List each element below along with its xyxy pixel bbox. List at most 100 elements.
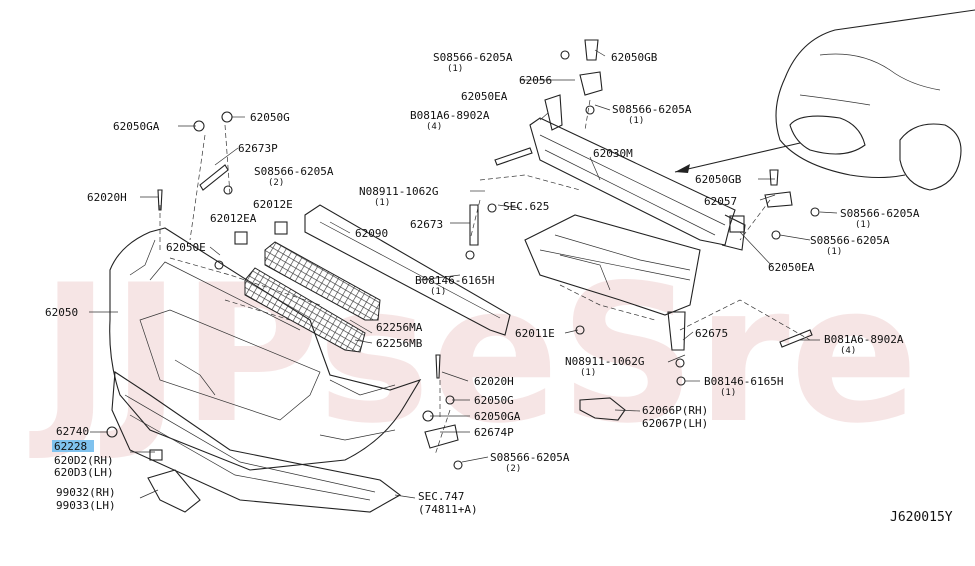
label-62256ma[interactable]: 62256MA <box>376 321 423 334</box>
screw-icon <box>453 460 463 470</box>
label-08566-r2[interactable]: S08566-6205A <box>840 207 920 220</box>
label-99033[interactable]: 99033(LH) <box>56 499 116 512</box>
label-08566-r2-qty: (1) <box>855 220 871 230</box>
label-62050ga-left[interactable]: 62050GA <box>113 120 160 133</box>
location-arrowhead <box>675 164 690 173</box>
bolt-62011e-icon <box>575 325 585 335</box>
label-62256mb[interactable]: 62256MB <box>376 337 423 350</box>
label-08566-bot-qty: (2) <box>505 464 521 474</box>
label-62050ea-r[interactable]: 62050EA <box>768 261 815 274</box>
clip-icon <box>422 410 434 422</box>
grille-upper-62256ma <box>264 241 381 321</box>
label-62050g-mid[interactable]: 62050G <box>474 394 514 407</box>
clip-icon <box>221 111 233 123</box>
location-arrow <box>674 142 801 173</box>
bolt-icon <box>465 250 475 260</box>
label-62056[interactable]: 62056 <box>519 74 552 87</box>
long-bolt-icon <box>494 147 533 166</box>
clip-62012ea-icon <box>234 231 248 245</box>
label-08566-bot[interactable]: S08566-6205A <box>490 451 570 464</box>
label-sec747[interactable]: SEC.747 <box>418 490 464 503</box>
leader-dash-lines <box>159 99 811 456</box>
label-62673p[interactable]: 62673P <box>238 142 278 155</box>
label-08146-bot-qty: (1) <box>720 388 736 398</box>
bolt-icon <box>560 50 570 60</box>
label-08911-top-qty: (1) <box>374 198 390 208</box>
label-62057[interactable]: 62057 <box>704 195 737 208</box>
label-62050gb[interactable]: 62050GB <box>611 51 658 64</box>
label-08566-r1[interactable]: S08566-6205A <box>612 103 692 116</box>
bumper-reinforcement <box>529 117 746 251</box>
pin-icon <box>157 189 163 211</box>
bracket-62673-icon <box>469 204 479 246</box>
label-08566-r1-qty: (1) <box>628 116 644 126</box>
label-62050gb-r[interactable]: 62050GB <box>695 173 742 186</box>
label-62002[interactable]: 620D2(RH) <box>54 454 114 467</box>
label-62020h-mid[interactable]: 62020H <box>474 375 514 388</box>
bracket-62050ea-icon <box>729 215 745 233</box>
label-08911-top[interactable]: N08911-1062G <box>359 185 438 198</box>
label-08566-top-qty: (1) <box>447 64 463 74</box>
label-08911-bot[interactable]: N08911-1062G <box>565 355 644 368</box>
air-guide-99032 <box>147 469 201 513</box>
label-08146-bot[interactable]: B08146-6165H <box>704 375 783 388</box>
clip-icon <box>193 120 205 132</box>
label-62003[interactable]: 620D3(LH) <box>54 466 114 479</box>
bolt-icon <box>810 207 820 217</box>
bolt-icon <box>585 105 595 115</box>
label-62674p[interactable]: 62674P <box>474 426 514 439</box>
clip-icon <box>769 169 779 186</box>
label-62012ea[interactable]: 62012EA <box>210 212 257 225</box>
label-62066p[interactable]: 62066P(RH) <box>642 404 708 417</box>
label-74811[interactable]: (74811+A) <box>418 503 478 516</box>
label-62090[interactable]: 62090 <box>355 227 388 240</box>
label-62673[interactable]: 62673 <box>410 218 443 231</box>
side-bracket-62066p <box>579 397 626 421</box>
label-08566-r3-qty: (1) <box>826 247 842 257</box>
clip-icon <box>445 395 455 405</box>
label-08566-top[interactable]: S08566-6205A <box>433 51 513 64</box>
label-08566-l[interactable]: S08566-6205A <box>254 165 334 178</box>
label-62050e[interactable]: 62050E <box>166 241 206 254</box>
cover-62228-icon <box>149 449 163 461</box>
nut-icon <box>675 358 685 368</box>
label-62030m[interactable]: 62030M <box>593 147 633 160</box>
label-99032[interactable]: 99032(RH) <box>56 486 116 499</box>
label-62050ea-top[interactable]: 62050EA <box>461 90 508 103</box>
nut-icon <box>487 203 497 213</box>
pin-icon <box>435 354 441 379</box>
label-081a6-r-qty: (4) <box>840 346 856 356</box>
label-08911-bot-qty: (1) <box>580 368 596 378</box>
label-62020h-left[interactable]: 62020H <box>87 191 127 204</box>
bracket-62675-icon <box>667 311 686 351</box>
label-62011e[interactable]: 62011E <box>515 327 555 340</box>
highlight-box <box>52 440 94 452</box>
label-62012e[interactable]: 62012E <box>253 198 293 211</box>
part-labels: S08566-6205A (1) 62050GB 62056 62050EA S… <box>45 51 953 525</box>
long-bolt-icon <box>779 329 813 348</box>
label-081a6-top-qty: (4) <box>426 122 442 132</box>
label-62067p[interactable]: 62067P(LH) <box>642 417 708 430</box>
label-08146-top-qty: (1) <box>430 287 446 297</box>
bracket-62674p-icon <box>424 424 459 449</box>
label-62050[interactable]: 62050 <box>45 306 78 319</box>
label-62740[interactable]: 62740 <box>56 425 89 438</box>
label-08566-l-qty: (2) <box>268 178 284 188</box>
label-08566-r3[interactable]: S08566-6205A <box>810 234 890 247</box>
label-081a6-top[interactable]: B081A6-8902A <box>410 109 490 122</box>
label-081a6-r[interactable]: B081A6-8902A <box>824 333 904 346</box>
clip-62050e-icon <box>214 260 224 270</box>
label-62050ga-mid[interactable]: 62050GA <box>474 410 521 423</box>
label-sec625[interactable]: SEC.625 <box>503 200 549 213</box>
fastener-symbols <box>106 39 820 470</box>
label-08146-top[interactable]: B08146-6165H <box>415 274 494 287</box>
screw-icon <box>223 185 233 195</box>
label-62050g-left[interactable]: 62050G <box>250 111 290 124</box>
label-62228[interactable]: 62228 <box>54 440 87 453</box>
clip-62012e-icon <box>274 221 288 235</box>
bracket-62057-icon <box>764 191 793 208</box>
label-62675[interactable]: 62675 <box>695 327 728 340</box>
lower-lip-spoiler <box>111 371 402 513</box>
